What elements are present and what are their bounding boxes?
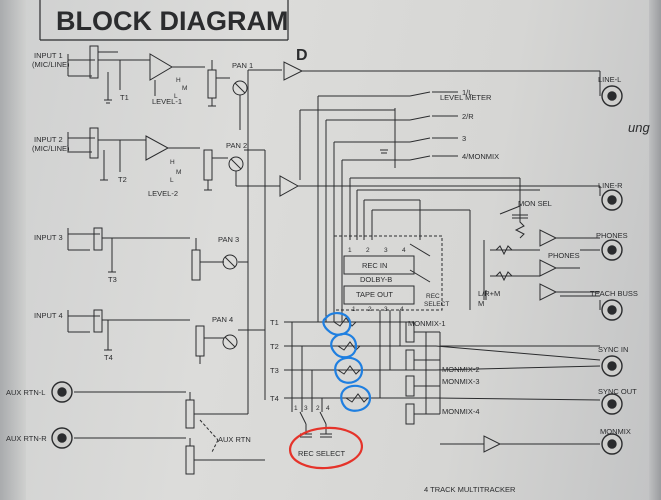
monmix-4-label: MONMIX-4	[442, 407, 480, 416]
title-fragment: D	[296, 47, 308, 64]
dolby-rec-select-1: REC	[426, 293, 440, 300]
rec-select-num-1: 1	[294, 405, 298, 412]
monmix-2-label: MONMIX-2	[442, 365, 480, 374]
pan-4-label: PAN 4	[212, 315, 233, 324]
dolby-out-num-3: 3	[384, 306, 388, 313]
wiring	[67, 45, 601, 475]
track-t3: T3	[270, 366, 279, 375]
pan-3-label: PAN 3	[218, 235, 239, 244]
level-2-label: LEVEL-2	[148, 189, 178, 198]
tape-out-label: TAPE OUT	[356, 290, 393, 299]
phones-out-label: PHONES	[596, 231, 628, 240]
page-edge-right	[649, 0, 661, 500]
input-2-channel	[67, 127, 601, 400]
level-switch-h: H	[176, 77, 181, 84]
dolby-num-2: 2	[366, 247, 370, 254]
rec-select-num-2: 2	[316, 405, 320, 412]
meter-ch-2: 2/R	[462, 112, 474, 121]
aux-rtn-r-label: AUX RTN-R	[6, 434, 47, 443]
track-3-tag: T3	[108, 275, 117, 284]
level-switch-l: L	[174, 93, 178, 100]
dolby-block	[333, 200, 471, 311]
footer-label: 4 TRACK MULTITRACKER	[424, 485, 516, 494]
aux-rtn-l-label: AUX RTN-L	[6, 388, 45, 397]
input-4-channel	[67, 309, 265, 364]
meter-ch-3: 3	[462, 134, 466, 143]
page-title: BLOCK DIAGRAM	[56, 6, 288, 36]
dolby-out-num-4: 4	[400, 306, 404, 313]
blue-loop-3	[334, 356, 364, 384]
track-t2: T2	[270, 342, 279, 351]
monmix-1-label: MONMIX-1	[408, 319, 446, 328]
page-shadow-left	[0, 0, 26, 500]
margin-text: ung	[628, 120, 650, 135]
input-4-label: INPUT 4	[34, 311, 63, 320]
output-wiring	[435, 240, 601, 453]
input-2-sub: (MIC/LINE)	[32, 144, 70, 153]
mon-sel-label: MON SEL	[518, 199, 552, 208]
red-circle-rec-select	[288, 426, 364, 470]
rec-select-label: REC SELECT	[298, 449, 346, 458]
dolby-num-4: 4	[402, 247, 406, 254]
dolby-num-3: 3	[384, 247, 388, 254]
dolby-out-num-1: 1	[352, 306, 356, 313]
sync-in-label: SYNC IN	[598, 345, 628, 354]
input-jacks	[51, 381, 73, 449]
title-block: BLOCK DIAGRAM D	[39, 0, 308, 64]
monmix-out-label: MONMIX	[600, 427, 631, 436]
rec-select-num-3: 3	[304, 405, 308, 412]
level-2-switch-m: M	[176, 169, 181, 176]
monitor-section	[485, 205, 600, 301]
rec-in-label: REC IN	[362, 261, 387, 270]
level-meter-title: LEVEL METER	[440, 93, 492, 102]
sync-out-label: SYNC OUT	[598, 387, 637, 396]
track-t1: T1	[270, 318, 279, 327]
annotations	[288, 312, 372, 470]
track-2-tag: T2	[118, 175, 127, 184]
mon-lrm-label: L/R+M	[478, 289, 500, 298]
pan-2-label: PAN 2	[226, 141, 247, 150]
track-1-tag: T1	[120, 93, 129, 102]
level-2-switch-l: L	[170, 177, 174, 184]
input-2-label: INPUT 2	[34, 135, 63, 144]
monmix-3-label: MONMIX-3	[442, 377, 480, 386]
input-3-label: INPUT 3	[34, 233, 63, 242]
line-l-label: LINE-L	[598, 75, 621, 84]
track-4-tag: T4	[104, 353, 113, 362]
ground-symbols	[106, 102, 528, 438]
input-3-channel	[67, 227, 248, 281]
line-r-label: LINE-R	[598, 181, 623, 190]
dolby-num-1: 1	[348, 247, 352, 254]
input-1-label: INPUT 1	[34, 51, 63, 60]
mon-phones-label: PHONES	[548, 251, 580, 260]
level-1-label: LEVEL-1	[152, 97, 182, 106]
aux-return-channels	[74, 150, 265, 475]
track-lines	[284, 310, 436, 435]
level-switch-m: M	[182, 85, 187, 92]
teach-buss-label: TEACH BUSS	[590, 289, 638, 298]
diagram-labels: INPUT 1 (MIC/LINE) T1 LEVEL-1 H M L PAN …	[6, 51, 650, 494]
input-1-channel	[67, 45, 601, 150]
meter-ch-4: 4/MONMIX	[462, 152, 499, 161]
aux-rtn-label: AUX RTN	[218, 435, 251, 444]
level-2-switch-h: H	[170, 159, 175, 166]
mon-m-label: M	[478, 299, 484, 308]
dolby-out-num-2: 2	[368, 306, 372, 313]
input-1-sub: (MIC/LINE)	[32, 60, 70, 69]
output-jacks	[601, 85, 623, 455]
dolby-b-label: DOLBY-B	[360, 275, 392, 284]
pan-1-label: PAN 1	[232, 61, 253, 70]
rec-select-num-4: 4	[326, 405, 330, 412]
track-t4: T4	[270, 394, 279, 403]
meter-ch-1: 1/L	[462, 88, 472, 97]
blue-loop-4	[340, 384, 372, 412]
monmix-pots	[405, 321, 441, 425]
dolby-rec-select-2: SELECT	[424, 301, 449, 308]
